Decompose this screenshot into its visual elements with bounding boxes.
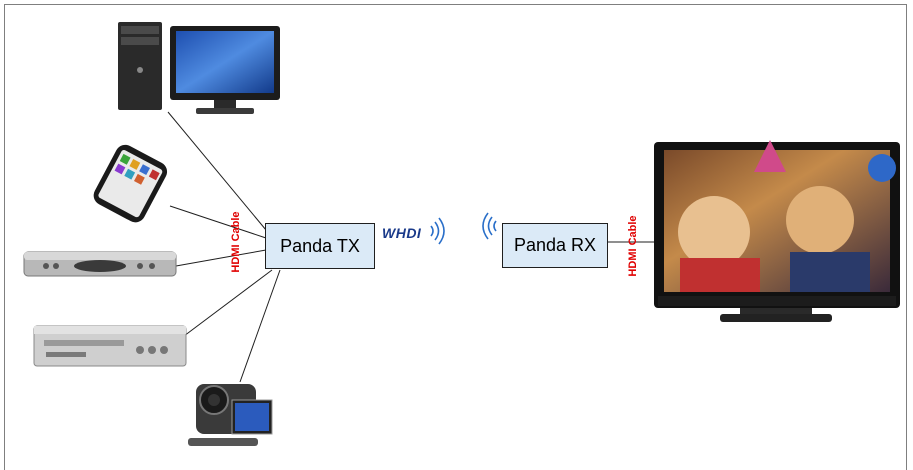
line-phone-to-tx [170,206,266,238]
whdi-logo: WHDI [382,225,421,241]
smartphone-icon [90,141,170,226]
dvd-player-icon [34,326,186,366]
panda-tx-node: Panda TX [265,223,375,269]
hdmi-cable-label-tx: HDMI Cable [230,207,242,277]
hdmi-cable-label-rx: HDMI Cable [627,211,639,281]
line-settop-to-tx [176,250,266,266]
wireless-wave-icon-tx [431,218,444,244]
panda-rx-label: Panda RX [514,235,596,256]
flat-screen-tv-icon [654,140,900,322]
panda-tx-label: Panda TX [280,236,360,257]
wireless-wave-icon-rx [483,213,496,239]
line-pc-to-tx [168,112,266,230]
panda-rx-node: Panda RX [502,223,608,268]
line-camcorder-to-tx [240,270,280,382]
camcorder-icon [188,384,272,446]
line-dvd-to-tx [184,270,272,336]
desktop-pc-with-monitor-icon [118,22,280,114]
set-top-box-icon [24,252,176,276]
